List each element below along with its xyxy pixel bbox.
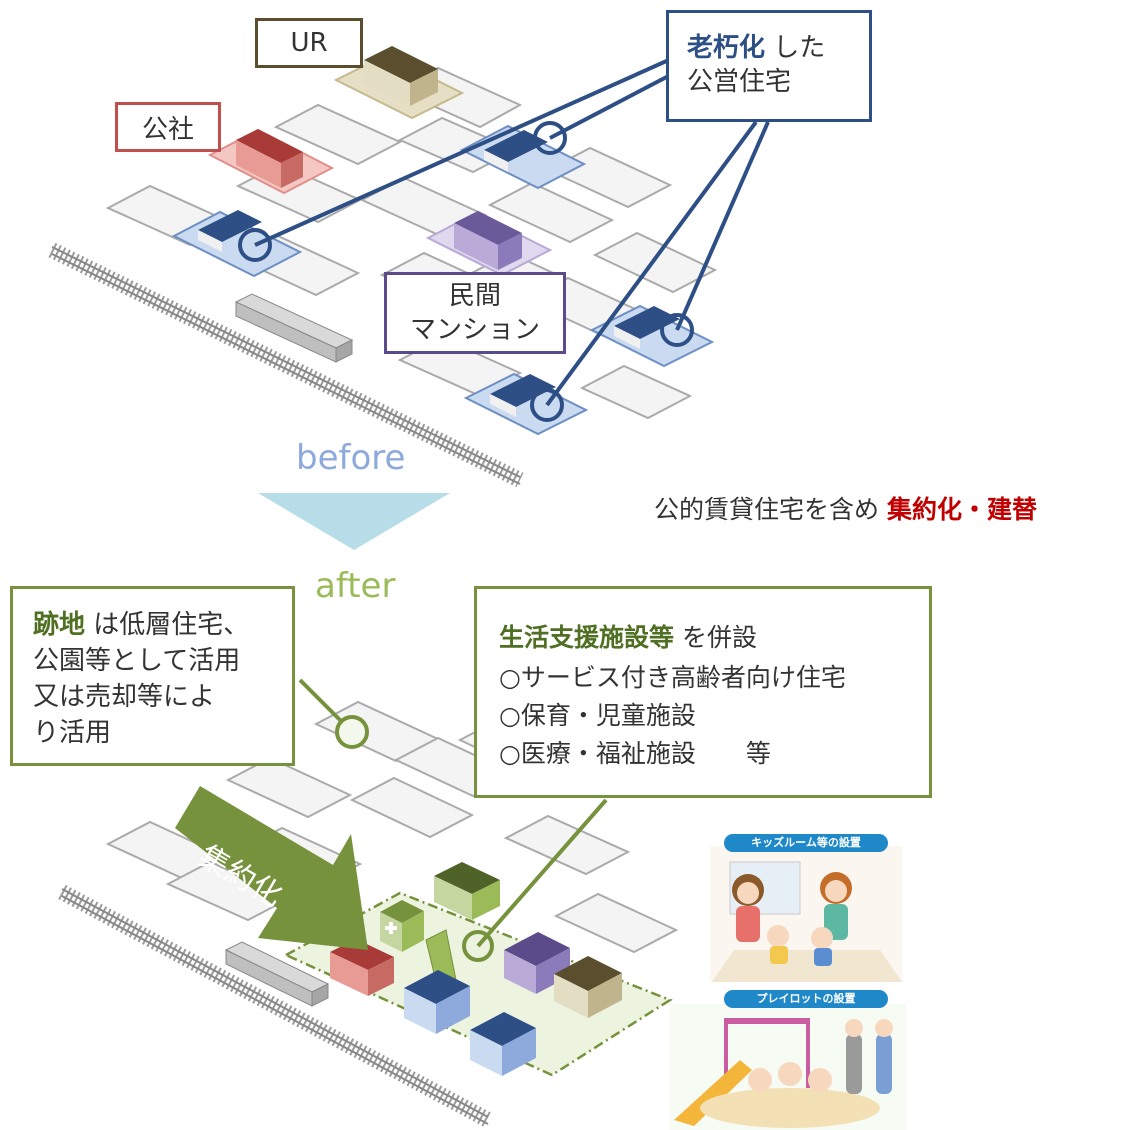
railway-after <box>58 884 492 1128</box>
facility-item: ○サービス付き高齢者向け住宅 <box>499 663 846 692</box>
support-facilities-heading: 生活支援施設等 を併設 <box>499 619 929 657</box>
vacant-land-line1: 跡地 は低層住宅、 <box>33 607 292 643</box>
summary-highlight: 集約化・建替 <box>886 495 1037 524</box>
promo-kids-room-heading: キッズルーム等の設置 <box>724 834 888 852</box>
station-before <box>234 293 354 363</box>
support-facilities-bold: 生活支援施設等 <box>499 623 675 652</box>
promo-playlot-heading: プレイロットの設置 <box>724 990 888 1008</box>
promo-playlot-image <box>670 1004 906 1130</box>
callout-lines-public <box>254 53 770 407</box>
ur-label: UR <box>255 18 363 68</box>
after-label: after <box>315 566 396 606</box>
facility-item: ○保育・児童施設 <box>499 701 696 730</box>
vacant-land-line3: 又は売却等によ <box>33 682 216 712</box>
callout-circles-public <box>238 121 694 422</box>
facility-item: ○医療・福祉施設 等 <box>499 739 771 768</box>
railway-before <box>48 242 524 488</box>
pad-kousha <box>207 128 335 195</box>
kousha-label-text: 公社 <box>141 114 194 145</box>
pad-ur <box>333 46 465 120</box>
after-buildings <box>330 862 622 1076</box>
down-arrow <box>258 493 450 550</box>
aging-public-housing-label: 老朽化 した 公営住宅 <box>666 10 872 122</box>
summary-text: 公的賃貸住宅を含め 集約化・建替 <box>654 490 1137 526</box>
vacant-land-label: 跡地 は低層住宅、 公園等として活用 又は売却等によ り活用 <box>10 586 295 766</box>
aging-label-line1: 老朽化 した <box>687 31 869 65</box>
before-label: before <box>296 438 406 478</box>
consolidation-arrow <box>175 786 368 950</box>
kousha-label: 公社 <box>115 102 221 152</box>
station-after <box>224 941 330 1007</box>
minkan-label: 民間 マンション <box>384 272 566 354</box>
pad-public-1 <box>171 210 303 278</box>
support-facilities-label: 生活支援施設等 を併設 ○サービス付き高齢者向け住宅 ○保育・児童施設 ○医療・… <box>474 586 932 798</box>
callout-lines-after <box>298 678 608 962</box>
aging-label-bold: 老朽化 <box>687 33 766 63</box>
aging-label-line2: 公営住宅 <box>687 67 792 97</box>
pad-public-3 <box>589 304 715 368</box>
ur-label-text: UR <box>290 28 328 58</box>
vacant-land-bold: 跡地 <box>33 610 86 640</box>
minkan-label-line2: マンション <box>409 315 540 345</box>
pad-minkan <box>425 211 553 277</box>
pad-public-2 <box>459 124 587 190</box>
promo-kids-room-image <box>710 846 902 982</box>
minkan-label-line1: 民間 <box>448 281 501 311</box>
support-facilities-rest: を併設 <box>674 623 757 652</box>
vacant-land-rest: は低層住宅、 <box>85 610 250 640</box>
aging-label-rest: した <box>765 33 826 63</box>
vacant-land-line4: り活用 <box>33 718 112 748</box>
summary-prefix: 公的賃貸住宅を含め <box>654 495 887 524</box>
vacant-land-line2: 公園等として活用 <box>33 646 241 676</box>
